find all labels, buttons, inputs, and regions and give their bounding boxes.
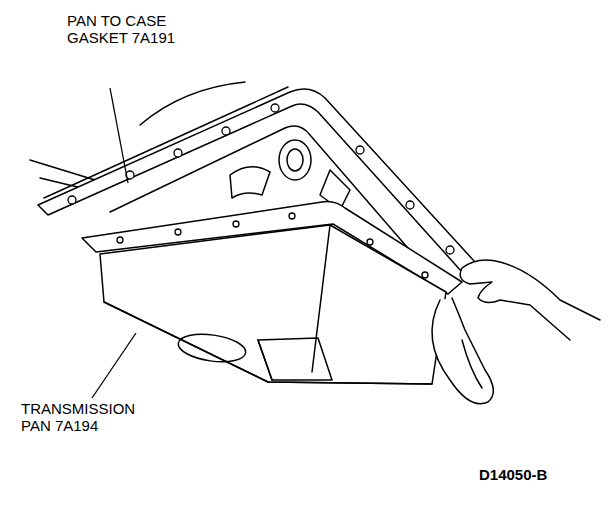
- bolt-hole: [233, 221, 239, 227]
- bolt-hole: [422, 272, 428, 278]
- gasket-edge: [44, 87, 288, 198]
- bolt-hole: [68, 196, 76, 204]
- pan-bottom: [104, 302, 432, 384]
- hand: [462, 340, 482, 388]
- bolt-hole: [367, 239, 373, 245]
- leader-line: [92, 333, 136, 398]
- pan-recess: [177, 330, 248, 365]
- bolt-hole: [406, 201, 414, 209]
- pan-dimple: [258, 338, 332, 380]
- pan-body: [100, 225, 446, 384]
- bolt-hole: [356, 146, 364, 154]
- case-boss: [287, 149, 303, 171]
- case-outline: [30, 160, 95, 180]
- part-label: TRANSMISSION PAN 7A194: [20, 400, 150, 434]
- bolt-hole: [446, 246, 454, 254]
- part-label: PAN TO CASE GASKET 7A191: [66, 12, 190, 46]
- leader-line: [110, 88, 128, 183]
- pan-dimple: [258, 340, 272, 380]
- case-detail: [230, 167, 270, 198]
- bolt-hole: [175, 229, 181, 235]
- bolt-hole: [222, 127, 230, 135]
- hand: [460, 260, 600, 340]
- case-boss: [279, 140, 311, 180]
- hand: [432, 298, 493, 404]
- bolt-hole: [289, 213, 295, 219]
- pan-edge: [312, 225, 330, 372]
- bolt-hole: [174, 149, 182, 157]
- bolt-hole: [271, 104, 279, 112]
- bolt-hole: [117, 237, 123, 243]
- figure-number: D14050-B: [478, 466, 548, 483]
